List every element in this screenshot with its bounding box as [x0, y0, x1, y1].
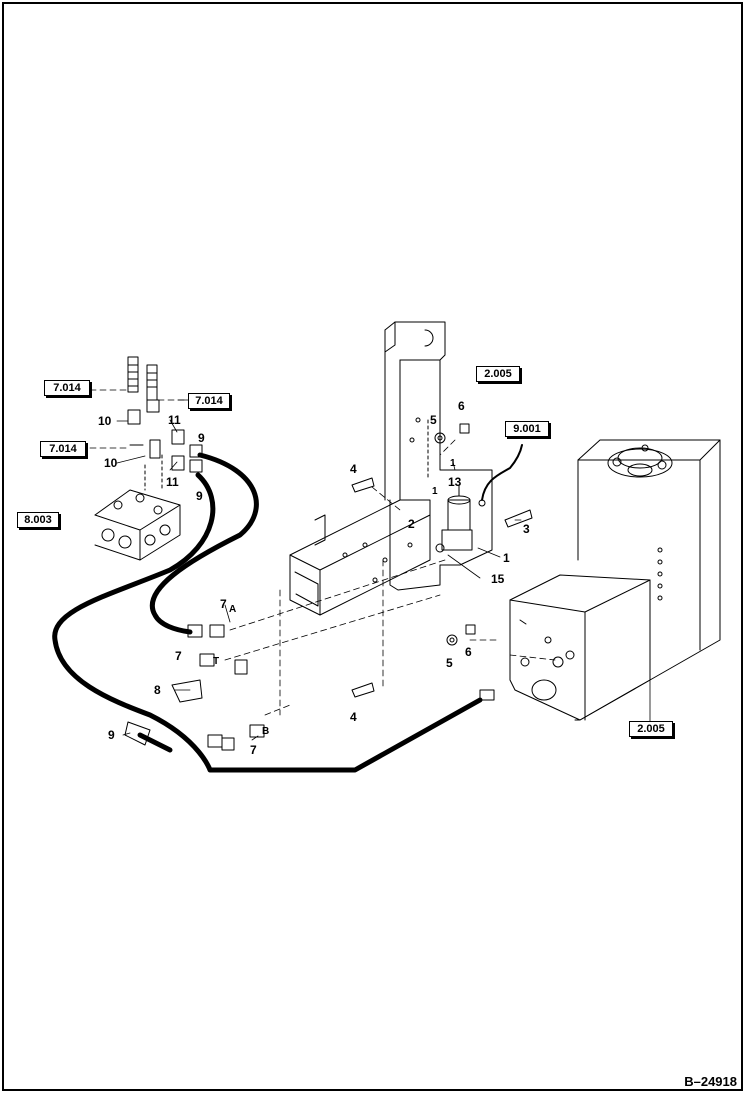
callout-10-upper: 10 — [98, 414, 112, 428]
callout-15: 15 — [491, 572, 505, 586]
control-valve-block — [94, 489, 181, 561]
callout-2: 2 — [408, 517, 415, 531]
drawing-number: B–24918 — [684, 1074, 737, 1089]
callout-4-lower: 4 — [350, 710, 357, 724]
hydraulic-hoses — [52, 452, 483, 773]
callout-9-lower: 9 — [108, 728, 115, 742]
callout-5-lower: 5 — [446, 656, 453, 670]
reference-box-2005-b[interactable]: 2.005 — [629, 721, 673, 737]
assembly-lines — [89, 389, 556, 716]
hose-end-fittings — [124, 624, 495, 751]
callout-7-port-b: 7 — [250, 743, 257, 757]
callout-11-lower: 11 — [166, 475, 179, 489]
callout-7-port-t: 7 — [175, 649, 182, 663]
solenoid-valve-assembly — [435, 444, 523, 553]
floor-plate — [289, 499, 431, 616]
callout-9-middle: 9 — [196, 489, 203, 503]
reference-box-7014-a[interactable]: 7.014 — [44, 380, 90, 396]
reference-box-7014-b[interactable]: 7.014 — [188, 393, 230, 409]
callout-10-lower: 10 — [104, 456, 118, 470]
valve-fittings — [127, 356, 203, 491]
callout-3: 3 — [523, 522, 530, 536]
callout-11-upper: 11 — [168, 413, 181, 427]
callout-9-upper: 9 — [198, 431, 205, 445]
port-label-t: T — [213, 656, 220, 667]
callout-13: 13 — [448, 475, 462, 489]
port-label-b: B — [262, 726, 270, 737]
bolts-and-nuts — [351, 423, 533, 698]
reference-box-7014-c[interactable]: 7.014 — [40, 441, 86, 457]
callout-7-port-a: 7 — [220, 597, 227, 611]
callout-6-upper: 6 — [458, 399, 465, 413]
callout-4-upper: 4 — [350, 462, 357, 476]
callout-5-upper: 5 — [430, 413, 437, 427]
callout-1-right: 1 — [503, 551, 510, 565]
hydraulic-tank — [509, 439, 721, 721]
reference-box-8003[interactable]: 8.003 — [17, 512, 59, 528]
callout-1-top: 1 — [450, 458, 456, 469]
callout-1-middle: 1 — [432, 486, 438, 497]
reference-box-2005-a[interactable]: 2.005 — [476, 366, 520, 382]
callout-6-lower: 6 — [465, 645, 472, 659]
leader-lines — [116, 382, 651, 741]
reference-box-9001[interactable]: 9.001 — [505, 421, 549, 437]
callout-8: 8 — [154, 683, 161, 697]
frame-upright — [384, 321, 493, 591]
port-label-a: A — [229, 604, 237, 615]
